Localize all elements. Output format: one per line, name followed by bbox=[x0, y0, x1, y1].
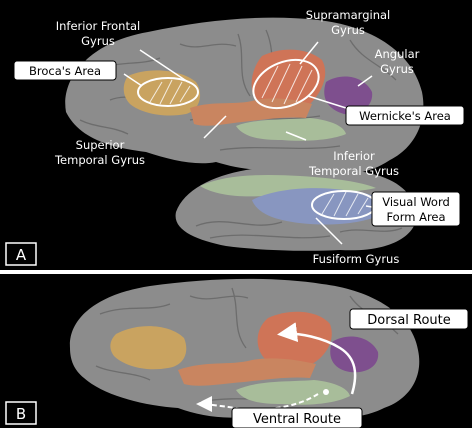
panel-b: Dorsal Route Ventral Route B bbox=[0, 274, 472, 428]
label-supramarginal-line1: Supramarginal bbox=[306, 8, 390, 22]
route-origin-dot bbox=[323, 389, 329, 395]
label-inferior-temporal-line1: Inferior bbox=[333, 149, 375, 163]
dorsal-route-label-box: Dorsal Route bbox=[350, 309, 468, 329]
wernickes-area-label-box: Wernicke's Area bbox=[346, 106, 464, 125]
brocas-area-label-box: Broca's Area bbox=[14, 61, 116, 80]
label-fusiform: Fusiform Gyrus bbox=[313, 252, 400, 266]
panel-a-canvas: Inferior Frontal Gyrus Supramarginal Gyr… bbox=[0, 0, 472, 270]
panel-a: Inferior Frontal Gyrus Supramarginal Gyr… bbox=[0, 0, 472, 270]
label-ventral-route: Ventral Route bbox=[253, 412, 341, 427]
label-dorsal-route: Dorsal Route bbox=[367, 313, 451, 328]
label-angular-line2: Gyrus bbox=[380, 62, 414, 76]
panel-a-letter: A bbox=[16, 246, 27, 264]
vwfa-label-box: Visual Word Form Area bbox=[372, 192, 460, 226]
label-supramarginal-line2: Gyrus bbox=[331, 23, 365, 37]
label-inferior-frontal-line2: Gyrus bbox=[81, 34, 115, 48]
label-angular-line1: Angular bbox=[375, 47, 420, 61]
label-wernickes-area: Wernicke's Area bbox=[359, 109, 451, 123]
label-superior-temporal-line2: Temporal Gyrus bbox=[54, 153, 145, 167]
label-vwfa-line1: Visual Word bbox=[382, 195, 450, 209]
panel-a-letter-box: A bbox=[6, 243, 36, 265]
label-inferior-frontal-line1: Inferior Frontal bbox=[56, 19, 140, 33]
label-superior-temporal-line1: Superior bbox=[76, 138, 125, 152]
label-vwfa-line2: Form Area bbox=[386, 210, 445, 224]
ventral-route-label-box: Ventral Route bbox=[232, 408, 362, 428]
label-inferior-temporal-line2: Temporal Gyrus bbox=[308, 164, 399, 178]
label-brocas-area: Broca's Area bbox=[29, 64, 101, 78]
panel-b-letter: B bbox=[16, 405, 26, 423]
panel-b-letter-box: B bbox=[6, 402, 36, 424]
panel-b-canvas: Dorsal Route Ventral Route B bbox=[0, 274, 472, 428]
